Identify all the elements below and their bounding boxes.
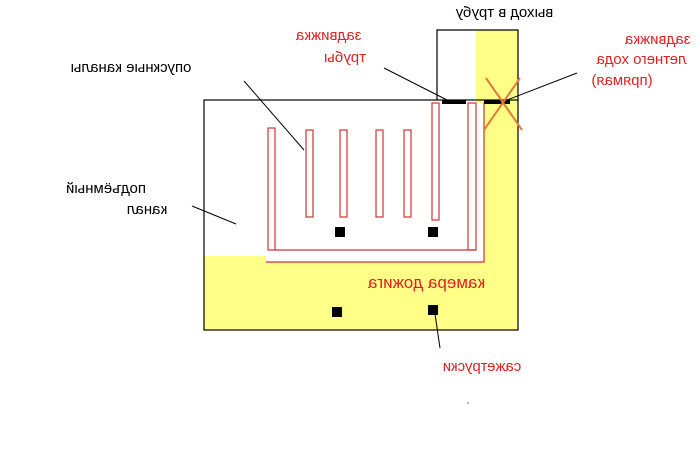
soot-door-4 bbox=[428, 305, 438, 315]
soot-door-1 bbox=[335, 227, 345, 237]
svg-text:задвижка: задвижка bbox=[624, 31, 690, 48]
pipe-damper-label: задвижка трубы bbox=[295, 27, 366, 66]
lift-channel-label: подъёмный канал bbox=[66, 180, 167, 218]
soot-door-2 bbox=[428, 227, 438, 237]
channel-7 bbox=[467, 102, 477, 251]
channel-5 bbox=[403, 129, 412, 218]
exit-to-pipe-label: выход в трубу bbox=[455, 4, 553, 21]
summer-damper-label: задвижка летнего хода (прямая) bbox=[591, 31, 690, 89]
soot-doors bbox=[332, 227, 438, 317]
svg-text:летнего хода: летнего хода bbox=[596, 51, 687, 68]
afterburn-chamber-label: камера дожига bbox=[367, 273, 485, 292]
leader-lines bbox=[191, 67, 578, 349]
svg-text:(прямая): (прямая) bbox=[591, 72, 652, 89]
yellow-flue-area bbox=[204, 30, 518, 330]
downdraft-channels-label: опускные каналы bbox=[71, 59, 192, 76]
soot-door-3 bbox=[332, 307, 342, 317]
channel-3 bbox=[339, 129, 348, 218]
channel-4 bbox=[375, 129, 384, 218]
channel-1 bbox=[267, 127, 276, 251]
tiny-dot bbox=[467, 402, 469, 404]
svg-text:трубы: трубы bbox=[324, 49, 366, 66]
channel-2 bbox=[305, 129, 314, 218]
svg-text:канал: канал bbox=[127, 201, 168, 218]
closed-cross-icon bbox=[483, 77, 523, 131]
bottom-channel-outer bbox=[266, 103, 485, 263]
flue-pipe-outline bbox=[436, 29, 519, 100]
soot-doors-label: сажетруски bbox=[443, 358, 522, 375]
svg-text:подъёмный: подъёмный bbox=[66, 180, 146, 197]
svg-text:задвижка: задвижка bbox=[295, 27, 361, 44]
downdraft-channels bbox=[266, 102, 485, 263]
stove-body-outline bbox=[203, 99, 519, 331]
channel-6 bbox=[431, 102, 440, 221]
